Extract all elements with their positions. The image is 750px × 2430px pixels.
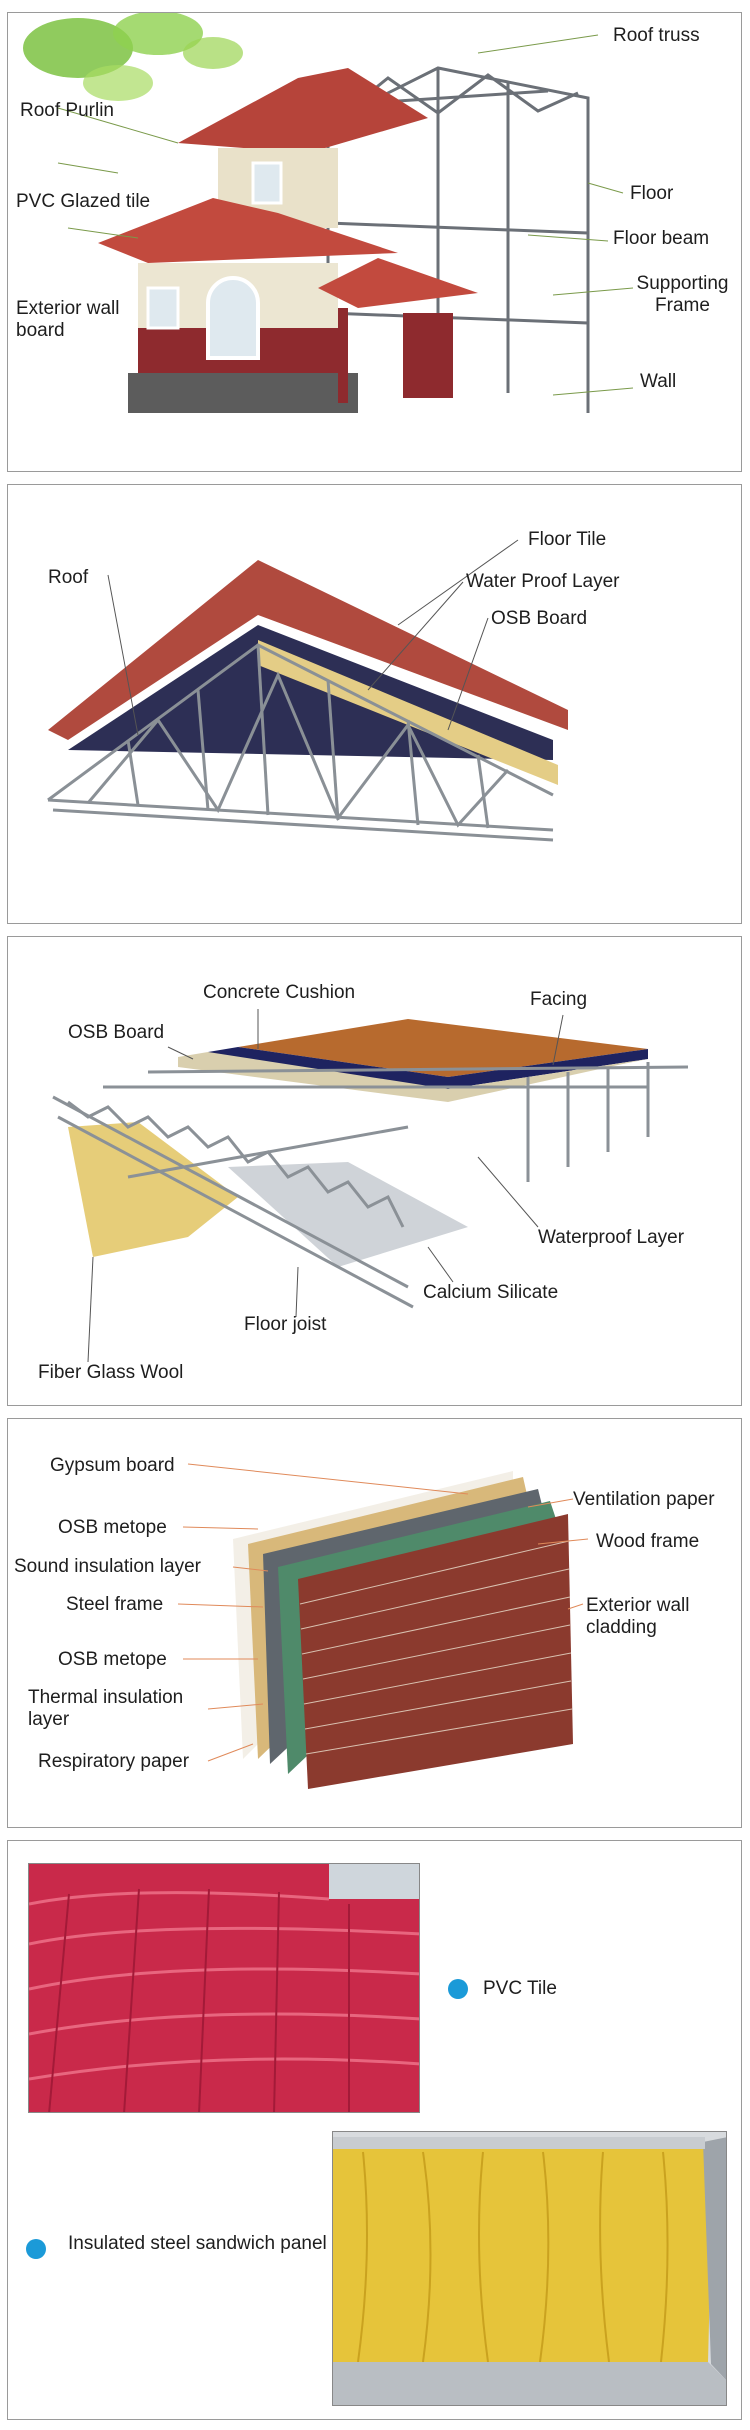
label-osb-metope-bottom: OSB metope	[58, 1649, 167, 1670]
label-steel-frame: Steel frame	[66, 1594, 164, 1615]
pvc-tile-photo	[28, 1863, 420, 2113]
label-pvc-tile: PVC Tile	[483, 1978, 557, 1999]
label-floor: Floor	[630, 183, 674, 204]
label-exterior-wall-board: Exterior wall board	[16, 298, 120, 341]
label-roof: Roof	[48, 567, 89, 588]
sandwich-panel-bullet	[26, 2239, 46, 2259]
roof-tile-layer	[48, 560, 568, 740]
label-osb-metope-top: OSB metope	[58, 1517, 167, 1538]
label-facing: Facing	[530, 989, 588, 1010]
label-water-proof-layer: Water Proof Layer	[466, 571, 620, 592]
label-wood-frame: Wood frame	[596, 1531, 700, 1552]
label-floor-beam: Floor beam	[613, 228, 710, 249]
label-respiratory-paper: Respiratory paper	[38, 1751, 190, 1772]
wall-illustration	[177, 1463, 589, 1789]
house-structure-panel: Roof truss Roof Purlin PVC Glazed tile E…	[7, 12, 742, 472]
label-wall: Wall	[640, 371, 677, 392]
roof-illustration	[47, 539, 568, 842]
wall-leader-lines	[177, 1463, 589, 1762]
pvc-tile-bullet	[448, 1979, 468, 1999]
label-pvc-glazed-tile: PVC Glazed tile	[16, 191, 151, 212]
calcium-silicate-layer	[228, 1162, 468, 1267]
floor-structure-panel: Concrete Cushion Facing OSB Board Waterp…	[7, 936, 742, 1406]
wall-structure-panel: Gypsum board OSB metope Sound insulation…	[7, 1418, 742, 1828]
label-roof-truss: Roof truss	[613, 25, 700, 46]
label-roof-purlin: Roof Purlin	[20, 100, 114, 121]
floor-leader-lines	[87, 1009, 564, 1363]
fiber-glass-wool	[68, 1122, 238, 1257]
label-concrete-cushion: Concrete Cushion	[203, 982, 356, 1003]
porch-roof	[318, 258, 478, 308]
floor-illustration	[52, 1009, 689, 1363]
label-sandwich-panel: Insulated steel sandwich panel	[68, 2233, 327, 2254]
label-fiber-glass-wool: Fiber Glass Wool	[38, 1362, 184, 1383]
brick-mortar	[299, 1540, 573, 1755]
main-roof	[98, 198, 398, 263]
house-illustration	[23, 13, 634, 413]
steel-truss	[47, 643, 554, 842]
floor-joists	[52, 1062, 689, 1309]
label-calcium-silicate: Calcium Silicate	[423, 1282, 559, 1303]
label-gypsum-board: Gypsum board	[50, 1455, 175, 1476]
label-floor-joist: Floor joist	[244, 1314, 327, 1335]
facing-layer	[238, 1019, 648, 1077]
label-exterior-wall-cladding: Exterior wall cladding	[586, 1595, 690, 1638]
label-floor-tile: Floor Tile	[528, 529, 607, 550]
concrete-layer	[178, 1052, 648, 1102]
sandwich-panel-photo	[332, 2131, 727, 2406]
house-leader-lines	[57, 34, 634, 396]
roof-leader-lines	[107, 539, 519, 736]
label-supporting-frame: Supporting Frame	[636, 273, 729, 316]
label-ventilation-paper: Ventilation paper	[573, 1489, 715, 1510]
label-sound-insulation-layer: Sound insulation layer	[14, 1556, 201, 1577]
leaves-decoration	[23, 13, 243, 101]
label-roof-osb-board: OSB Board	[491, 608, 588, 629]
osb-layer-shape	[258, 640, 558, 785]
label-thermal-insulation-layer: Thermal insulation layer	[28, 1687, 184, 1730]
upper-roof	[178, 68, 428, 153]
label-floor-osb-board: OSB Board	[68, 1022, 165, 1043]
roof-structure-panel: Roof Floor Tile Water Proof Layer OSB Bo…	[7, 484, 742, 924]
materials-panel: PVC Tile Insulated steel sandwich panel	[7, 1840, 742, 2420]
label-waterproof-layer: Waterproof Layer	[538, 1227, 685, 1248]
